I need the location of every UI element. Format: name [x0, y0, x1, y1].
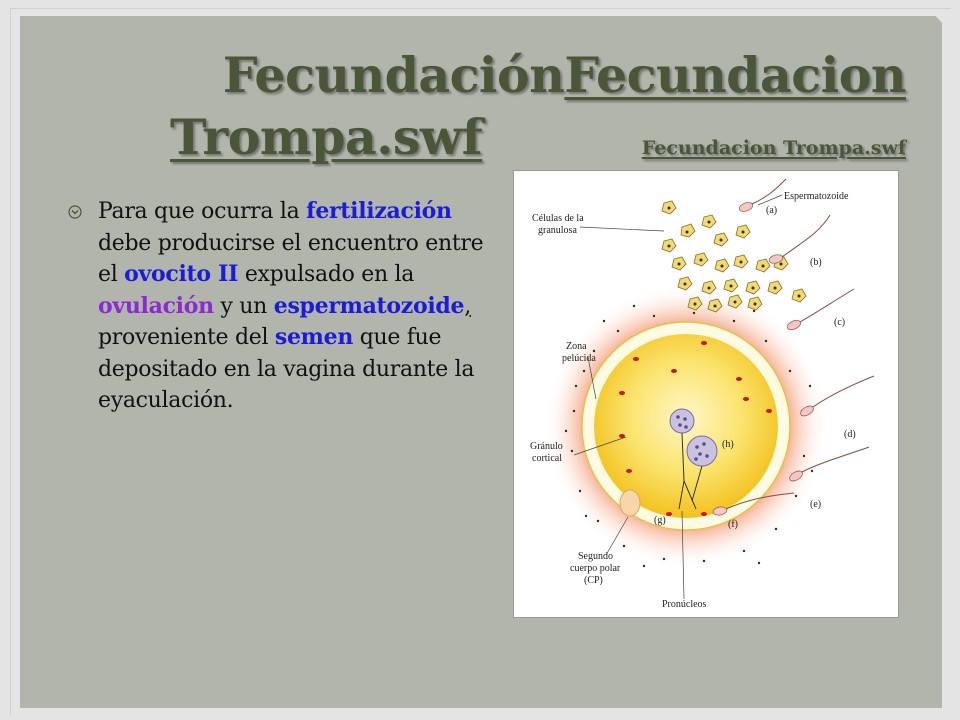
- title-link-fecundacion[interactable]: Fecundacion: [564, 46, 906, 104]
- label-granulo: Gránulo: [530, 441, 563, 452]
- text-segment: debe producirse el encuentro entre el: [98, 230, 484, 288]
- label-pronucleos: Pronúcleos: [662, 599, 707, 610]
- label-segundo: Segundo: [578, 551, 613, 562]
- text-segment: Para que ocurra la: [98, 199, 307, 224]
- term-fertilizacion: fertilización: [306, 198, 452, 224]
- term-ovulacion: ovulación: [98, 292, 214, 319]
- label-g: (g): [654, 515, 666, 526]
- second-polar-body: [619, 489, 641, 517]
- diagram-labels: Espermatozoide Células de la granulosa Z…: [530, 191, 856, 610]
- label-cp: (CP): [584, 575, 603, 586]
- label-pelucida: pelúcida: [562, 353, 596, 364]
- label-c: (c): [834, 317, 845, 328]
- term-semen: semen: [274, 324, 354, 350]
- title-line-small: Fecundacion Trompa.swf: [642, 136, 906, 160]
- text-segment: y un: [213, 293, 274, 319]
- circle-arrow-bullet-icon: [68, 205, 82, 219]
- label-celulas: Células de la: [532, 213, 584, 224]
- pronucleos: [669, 408, 718, 510]
- label-granulosa: granulosa: [538, 225, 577, 236]
- text-segment: expulsado en la: [238, 262, 415, 287]
- term-espermatozoide: espermatozoide: [273, 292, 465, 319]
- text-segment: proveniente del: [98, 325, 275, 350]
- slide-title: FecundaciónFecundacion Trompa.swf Fecund…: [170, 44, 910, 174]
- label-h: (h): [722, 439, 734, 450]
- label-a: (a): [766, 205, 777, 216]
- slide-frame: [10, 8, 951, 715]
- label-f: (f): [728, 519, 738, 530]
- cortical-granules: [619, 341, 772, 516]
- diagram-svg: Espermatozoide Células de la granulosa Z…: [530, 178, 875, 610]
- label-espermatozoide: Espermatozoide: [784, 191, 849, 202]
- label-cortical: cortical: [532, 453, 562, 464]
- leader-lines: [573, 194, 783, 600]
- label-cuerpo-polar: cuerpo polar: [570, 563, 621, 574]
- label-b: (b): [810, 257, 822, 268]
- bullet-list: Para que ocurra la fertilización debe pr…: [68, 196, 488, 417]
- sperm-cells: [712, 202, 814, 516]
- sperm-tails: [725, 178, 875, 510]
- bullet-paragraph: Para que ocurra la fertilización debe pr…: [98, 196, 488, 417]
- title-link-trompa[interactable]: Trompa.swf: [170, 108, 483, 166]
- text-segment: que fue depositado en la vagina durante …: [98, 325, 475, 413]
- term-ovocito: ovocito II: [124, 261, 239, 287]
- text-comma: ,: [464, 293, 471, 319]
- title-line-1: FecundaciónFecundacion: [222, 44, 907, 106]
- title-text: Fecundación: [222, 46, 565, 104]
- fertilization-diagram: Espermatozoide Células de la granulosa Z…: [513, 170, 899, 618]
- label-zona: Zona: [566, 341, 587, 352]
- label-d: (d): [844, 429, 856, 440]
- label-e: (e): [810, 499, 821, 510]
- title-small-link[interactable]: Fecundacion Trompa.swf: [641, 137, 906, 159]
